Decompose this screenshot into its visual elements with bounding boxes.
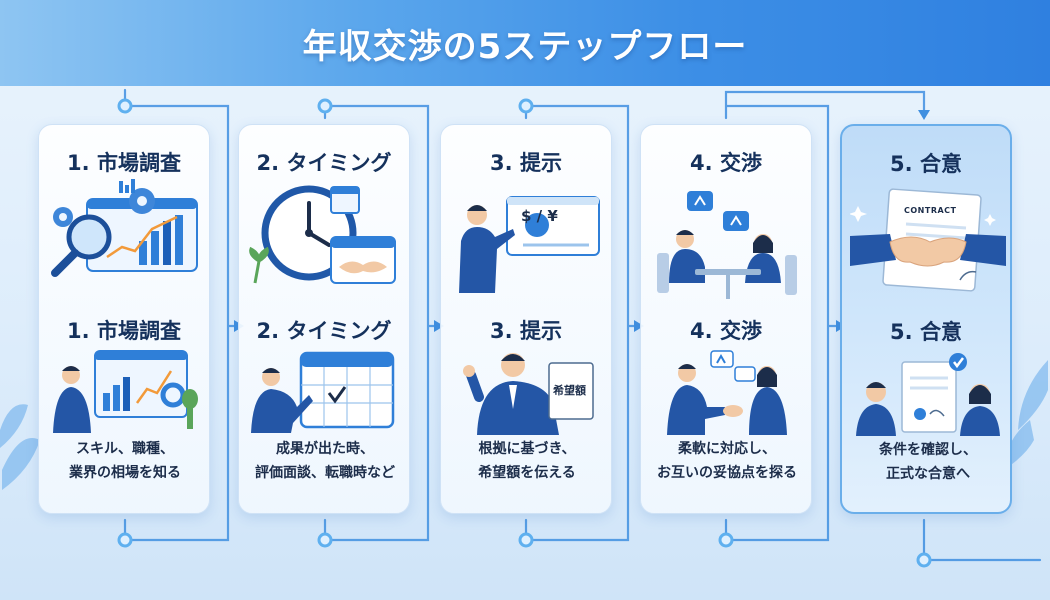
contract-label: CONTRACT — [904, 206, 957, 215]
title-banner: 年収交渉の5ステップフロー — [0, 0, 1050, 86]
leaf-decoration-left — [0, 404, 28, 448]
step-title-bottom: 3. 提示 — [490, 319, 562, 343]
node-dot — [518, 532, 534, 548]
step-title-top: 1. 市場調査 — [67, 151, 181, 175]
desc-line: 希望額を伝える — [478, 465, 576, 481]
presenter-board-icon — [459, 196, 600, 293]
handshake-people-icon — [667, 350, 787, 435]
step-card-2: 2. タイミング 2. タイミング 成果が出た時、 評価面談、転職時など — [238, 124, 410, 514]
step-title-top: 3. 提示 — [490, 151, 562, 175]
desc-line: 業界の相場を知る — [69, 465, 181, 481]
analyst-dashboard-icon — [53, 350, 198, 433]
leaf-decoration-right — [1018, 360, 1048, 430]
step-title-top: 2. タイミング — [256, 151, 392, 175]
page-title: 年収交渉の5ステップフロー — [302, 26, 748, 67]
step-title-bottom: 1. 市場調査 — [67, 319, 181, 343]
person-holding-paper-icon — [463, 353, 594, 435]
connector-4-5 — [724, 90, 926, 542]
arrow-top-5 — [918, 110, 930, 120]
desc-line: 正式な合意へ — [886, 466, 970, 482]
desc-line: 根拠に基づき、 — [478, 441, 576, 457]
step-title-top: 5. 合意 — [890, 152, 962, 176]
step-description: 根拠に基づき、 希望額を伝える — [445, 437, 609, 485]
magnifier-chart-icon — [51, 179, 198, 277]
node-dot — [518, 98, 534, 114]
step-description: スキル、職種、 業界の相場を知る — [43, 437, 207, 485]
agreement-document-icon — [856, 353, 1000, 436]
desc-line: スキル、職種、 — [76, 441, 174, 457]
step-card-3: 3. 提示 $ / ¥ 3. 提示 希望額 根拠に基づき、 希望額を伝える — [440, 124, 612, 514]
desc-line: 柔軟に対応し、 — [678, 441, 776, 457]
currency-label: $ / ¥ — [521, 207, 558, 225]
desc-line: お互いの妥協点を探る — [657, 465, 797, 481]
connector-end — [922, 518, 1042, 562]
calendar-check-icon — [251, 351, 395, 433]
node-dot — [117, 98, 133, 114]
node-dot — [317, 532, 333, 548]
step-card-4: 4. 交渉 4. 交渉 柔軟に対応し、 お互いの妥協点を探る — [640, 124, 812, 514]
step-title-top: 4. 交渉 — [690, 151, 762, 175]
node-dot — [718, 532, 734, 548]
step-title-bottom: 5. 合意 — [890, 320, 962, 344]
node-dot — [317, 98, 333, 114]
step-description: 条件を確認し、 正式な合意へ — [846, 438, 1010, 486]
arrow-to-4 — [634, 320, 644, 332]
desc-line: 評価面談、転職時など — [255, 465, 395, 481]
node-dot — [916, 552, 932, 568]
step-description: 成果が出た時、 評価面談、転職時など — [243, 437, 407, 485]
desc-line: 条件を確認し、 — [879, 442, 977, 458]
paper-label: 希望額 — [553, 384, 586, 397]
leaf-decoration-left — [2, 438, 40, 490]
clock-calendar-handshake-icon — [249, 185, 396, 284]
contract-handshake-icon — [850, 188, 1006, 292]
step-title-bottom: 2. タイミング — [256, 319, 392, 343]
desc-line: 成果が出た時、 — [276, 441, 374, 457]
step-title-bottom: 4. 交渉 — [690, 319, 762, 343]
meeting-table-icon — [657, 191, 797, 299]
arrow-to-3 — [434, 320, 444, 332]
node-dot — [117, 532, 133, 548]
step-description: 柔軟に対応し、 お互いの妥協点を探る — [645, 437, 809, 485]
step-card-1: 1. 市場調査 1. 市場調査 スキル、職種、 業界の相場を知る — [38, 124, 210, 514]
step-card-5: 5. 合意 CONTRACT 5. 合意 条件を確認し、 正式な合意へ — [840, 124, 1012, 514]
